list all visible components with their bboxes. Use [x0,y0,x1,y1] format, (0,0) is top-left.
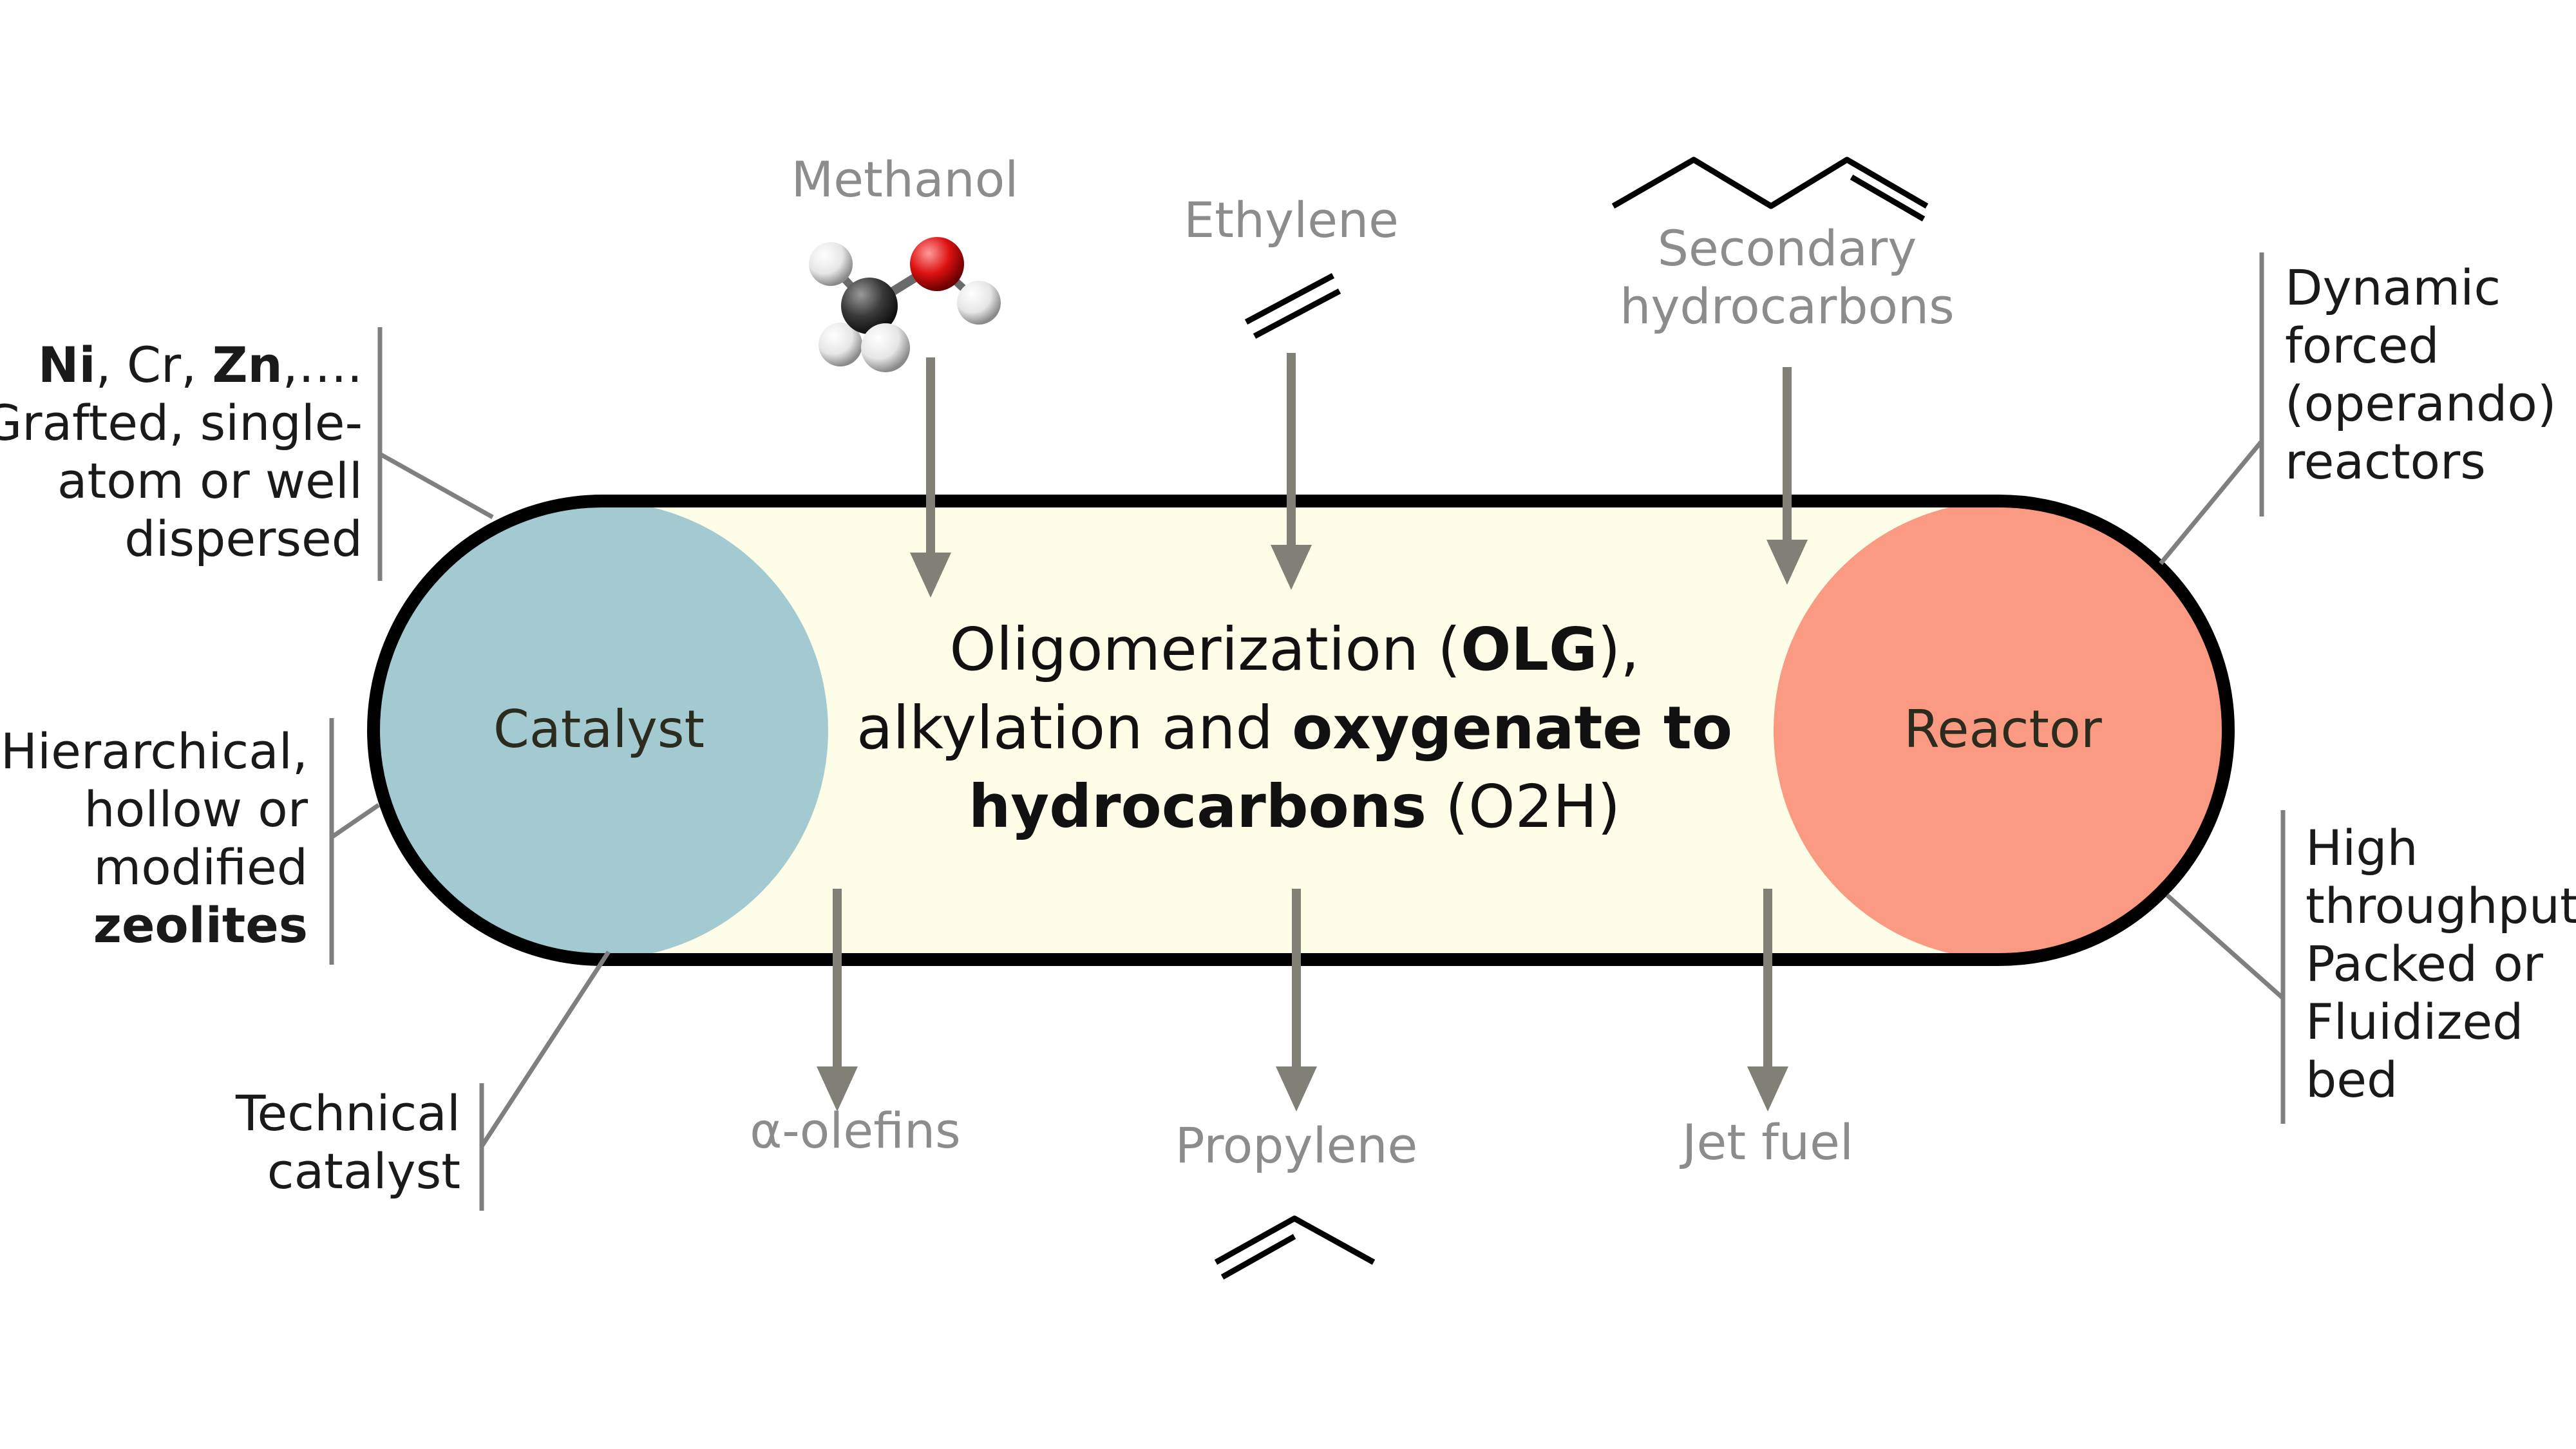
center-line2-b: oxygenate to [1292,694,1732,762]
methanol-oxygen-atom [910,237,964,291]
catalyst-circle [374,501,828,960]
technical-line1: Technical [235,1084,460,1142]
alpha-olefins-label: α-olefins [750,1102,961,1159]
methanol-molecule-icon [809,237,1001,372]
center-line2-a: alkylation and [857,694,1292,762]
zeolite-line1: Hierarchical, [1,723,308,780]
arrow-methanol-in [910,357,951,598]
center-line1-b: OLG [1461,615,1597,684]
propylene-structure-icon [1214,1215,1376,1280]
center-line1-a: Oligomerization ( [949,615,1461,684]
svg-text:Oligomerization (OLG),: Oligomerization (OLG), [949,615,1639,684]
secondary-label-line2: hydrocarbons [1620,278,1955,335]
metals-line3: atom or well [57,452,363,509]
ethylene-label: Ethylene [1184,191,1399,249]
methanol-h-atom-1 [809,242,853,286]
arrow-alpha-olefins-out [817,889,858,1112]
dynamic-line4: reactors [2285,433,2486,490]
metals-line4: dispersed [124,510,363,567]
svg-text:hydrocarbons (O2H): hydrocarbons (O2H) [969,772,1620,841]
reactor-label: Reactor [1904,699,2102,759]
arrow-propylene-out [1276,889,1317,1112]
bed-line5: bed [2306,1051,2398,1108]
center-title: Oligomerization (OLG), alkylation and ox… [857,615,1732,841]
catalyst-label: Catalyst [493,699,705,759]
zeolite-line2: hollow or [84,781,308,838]
propylene-label: Propylene [1175,1117,1418,1174]
methanol-h-atom-4 [957,281,1001,325]
secondary-label-line1: Secondary [1658,220,1917,277]
methanol-h-atom-3 [861,323,910,372]
catalyst-metals-note: Ni, Cr, Zn,…. Grafted, single- atom or w… [0,336,363,567]
bed-line4: Fluidized [2306,993,2523,1050]
leader-bed [2165,893,2285,1000]
zeolite-line3: modified [93,838,308,896]
metal-ni: Ni [38,336,96,393]
arrow-secondary-in [1766,367,1808,585]
methanol-label: Methanol [791,151,1019,208]
product-arrows [817,889,1788,1112]
arrow-ethylene-in [1271,353,1312,590]
bed-line2: throughput [2306,877,2576,934]
metal-rest: ,…. [283,336,363,393]
arrow-jet-fuel-out [1747,889,1788,1112]
secondary-hydrocarbon-structure-icon [1611,156,1929,222]
catalyst-zeolite-note: Hierarchical, hollow or modified zeolite… [1,723,308,954]
ethylene-structure-icon [1244,273,1341,339]
methanol-h-atom-2 [819,323,862,366]
metals-line2: Grafted, single- [0,394,363,451]
leader-technical [480,951,611,1148]
center-line3-b: (O2H) [1426,772,1620,841]
svg-text:alkylation and oxygenate to: alkylation and oxygenate to [857,694,1732,762]
leader-lines [329,252,2286,1211]
capsule-body [374,501,2228,960]
bed-line1: High [2306,819,2418,876]
catalyst-technical-note: Technical catalyst [235,1084,460,1200]
zeolite-line4: zeolites [93,896,308,954]
technical-line2: catalyst [267,1142,460,1200]
leader-zeolite [330,803,380,839]
methanol-carbon-atom [841,278,898,334]
reactor-circle [1774,501,2228,960]
center-line1-c: ), [1598,615,1640,684]
reactor-capsule [367,495,2235,966]
leader-metals [379,451,494,520]
leader-dynamic [2159,439,2264,565]
metal-cr: , Cr, [96,336,213,393]
reactor-dynamic-note: Dynamic forced (operando) reactors [2285,259,2557,490]
dynamic-line2: forced [2285,317,2439,374]
center-line3-a: hydrocarbons [969,772,1426,841]
feed-arrows [910,353,1808,598]
metal-zn: Zn [212,336,282,393]
dynamic-line1: Dynamic [2285,259,2501,316]
dynamic-line3: (operando) [2285,375,2557,432]
bed-line3: Packed or [2306,935,2544,992]
jet-fuel-label: Jet fuel [1680,1113,1853,1171]
reactor-bed-note: High throughput Packed or Fluidized bed [2306,819,2576,1108]
svg-text:Ni, Cr, Zn,….: Ni, Cr, Zn,…. [38,336,363,393]
